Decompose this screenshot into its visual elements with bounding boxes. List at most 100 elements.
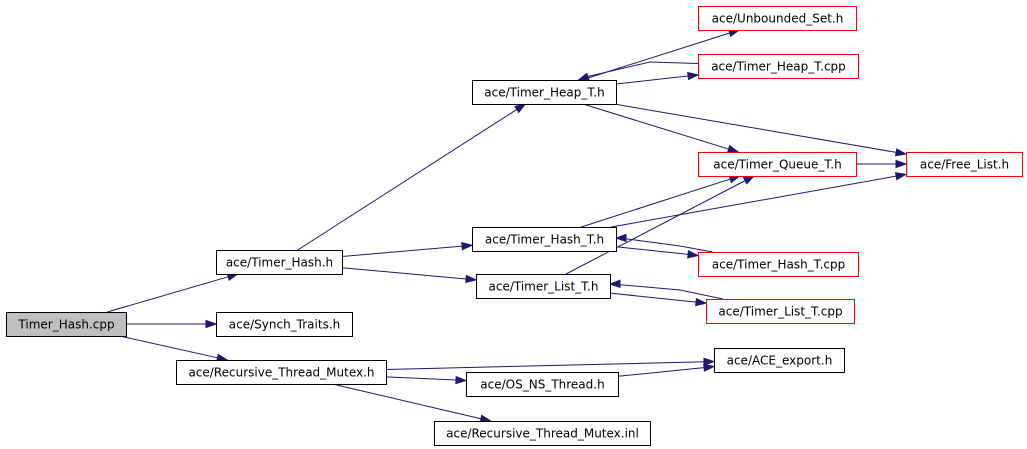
edge-line [582,103,729,150]
node-box [706,299,855,324]
node-label: ace/Timer_Hash_T.cpp [712,258,845,272]
arrowhead [687,71,700,81]
node-box [698,252,859,277]
arrowhead [205,319,218,329]
node-label: ace/Timer_Hash_T.h [485,233,604,247]
node-label: ace/OS_NS_Thread.h [480,378,604,392]
node-label: ace/Timer_Queue_T.h [713,158,841,172]
edge-timer_hash_cpp-to-timer_hash_h [107,272,240,313]
node-box [698,6,857,31]
node-timer-list-t-cpp[interactable]: ace/Timer_List_T.cpp [706,299,855,324]
node-box [466,372,619,397]
node-box [476,274,611,299]
node-box [434,421,651,446]
edge-timer_queue_t_h-to-free_list_h [856,159,908,169]
edge-line [341,267,467,280]
node-recursive-thread-mutex-h[interactable]: ace/Recursive_Thread_Mutex.h [176,360,387,385]
node-box [698,152,857,177]
edge-os_ns_thread_h-to-ace_export_h [617,363,716,377]
edge-line [619,237,713,253]
node-timer-hash-h[interactable]: ace/Timer_Hash.h [216,250,343,275]
node-free-list-h[interactable]: ace/Free_List.h [906,152,1023,177]
edge-timer_hash_cpp-to-synch_traits_h [126,319,218,329]
edge-line [385,376,457,381]
node-label: ace/Synch_Traits.h [229,318,340,332]
edge-timer_hash_t_cpp-to-timer_hash_t_h [614,233,713,253]
edge-line [581,178,731,228]
node-recursive-thread-mutex-inl[interactable]: ace/Recursive_Thread_Mutex.inl [434,421,651,446]
arrowhead [742,175,756,185]
node-label: Timer_Hash.cpp [17,318,114,332]
edge-timer_hash_t_h-to-free_list_h [611,172,908,228]
edge-line [611,175,897,228]
node-timer-hash-t-cpp[interactable]: ace/Timer_Hash_T.cpp [698,252,859,277]
edge-line [617,367,705,377]
edge-line [565,180,746,275]
node-label: ace/Timer_List_T.cpp [718,305,842,319]
arrowhead [514,103,527,114]
arrowhead [461,241,474,251]
edge-timer_hash_h-to-timer_heap_t_h [297,103,527,251]
edge-line [611,283,723,300]
node-label: ace/Timer_Hash.h [226,256,333,270]
node-label: ace/Unbounded_Set.h [712,12,844,26]
edge-line [107,276,229,313]
edge-timer_heap_t_h-to-free_list_h [613,103,908,157]
edge-timer_heap_t_h-to-timer_heap_t_cpp [615,71,700,85]
node-box [472,80,617,105]
edge-line [341,245,463,258]
node-label: ace/Timer_Heap_T.cpp [711,60,846,74]
arrowhead [703,363,716,372]
edge-line [385,361,705,370]
edge-timer_hash_t_h-to-timer_queue_t_h [581,175,742,228]
node-box [714,348,845,373]
node-ace-export-h[interactable]: ace/ACE_export.h [714,348,845,373]
node-box [906,152,1023,177]
node-timer-list-t-h[interactable]: ace/Timer_List_T.h [476,274,611,299]
node-label: ace/ACE_export.h [727,354,833,368]
node-label: ace/Free_List.h [920,158,1009,172]
node-os-ns-thread-h[interactable]: ace/OS_NS_Thread.h [466,372,619,397]
edge-timer_hash_t_h-to-timer_hash_t_cpp [615,246,700,259]
arrowhead [687,250,700,259]
node-label: ace/Timer_Heap_T.h [484,86,604,100]
edge-line [615,75,689,85]
edge-line [332,383,482,420]
node-box [698,54,859,79]
node-timer-heap-t-cpp[interactable]: ace/Timer_Heap_T.cpp [698,54,859,79]
arrowhead [894,172,908,181]
node-timer-hash-t-h[interactable]: ace/Timer_Hash_T.h [472,227,617,252]
edge-line [119,335,218,359]
arrowhead [726,144,740,153]
edges-layer [107,29,908,423]
edge-line [613,103,897,153]
edge-line [615,246,689,255]
edge-timer_list_t_h-to-timer_list_t_cpp [609,292,708,307]
node-label: ace/Recursive_Thread_Mutex.inl [446,427,639,441]
arrowhead [703,357,716,367]
node-timer-hash-cpp: Timer_Hash.cpp [6,312,127,337]
arrowhead [608,279,621,288]
edge-timer_heap_t_h-to-timer_queue_t_h [582,103,740,153]
node-box [176,360,387,385]
node-timer-queue-t-h[interactable]: ace/Timer_Queue_T.h [698,152,857,177]
arrowhead [614,233,627,243]
edge-line [297,108,518,251]
edge-recursive_thread_mutex_h-to-ace_export_h [385,357,716,370]
edge-timer_hash_h-to-timer_hash_t_h [341,241,474,258]
edge-recursive_thread_mutex_h-to-os_ns_thread_h [385,375,468,385]
arrowhead [695,297,708,307]
node-unbounded-set-h[interactable]: ace/Unbounded_Set.h [698,6,857,31]
node-label: ace/Recursive_Thread_Mutex.h [188,366,374,380]
node-box [472,227,617,252]
edge-timer_hash_cpp-to-recursive_thread_mutex_h [119,335,229,362]
node-timer-heap-t-h[interactable]: ace/Timer_Heap_T.h [472,80,617,105]
edge-line [609,292,697,303]
node-synch-traits-h[interactable]: ace/Synch_Traits.h [216,312,353,337]
edge-timer_hash_h-to-timer_list_t_h [341,267,478,284]
node-label: ace/Timer_List_T.h [489,280,599,294]
edge-line [587,61,699,78]
nodes-layer: Timer_Hash.cpp ace/Timer_Hash.h ace/Synch_… [6,6,1023,446]
node-box [216,312,353,337]
